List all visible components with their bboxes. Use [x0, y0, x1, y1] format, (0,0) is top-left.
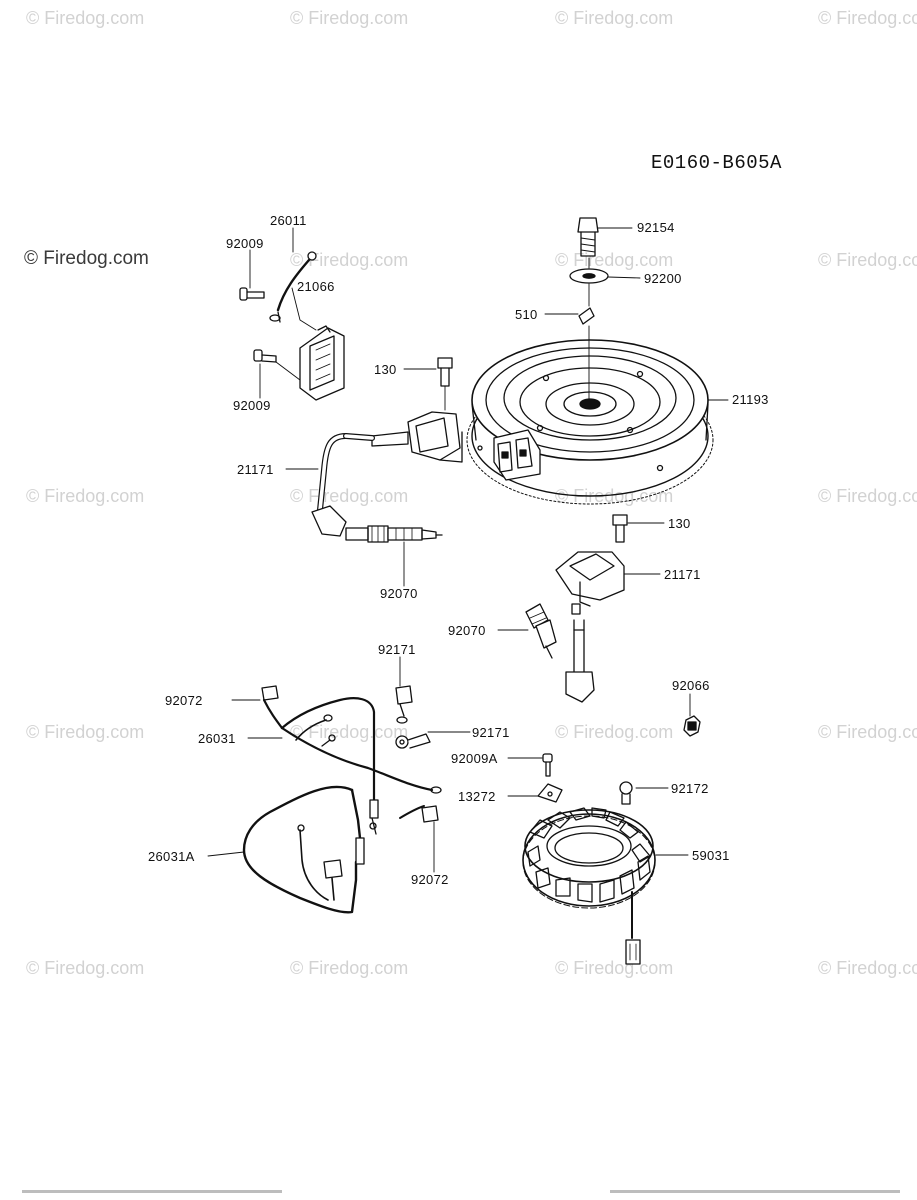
watermark: © Firedog.com [818, 722, 917, 742]
ring-terminal [395, 733, 431, 749]
part-label-21171-upper: 21171 [237, 462, 274, 477]
watermark: © Firedog.com [290, 250, 409, 270]
watermark: © Firedog.com [555, 958, 674, 978]
part-label-92154: 92154 [637, 220, 675, 235]
watermark: © Firedog.com [818, 250, 917, 270]
watermark-main: © Firedog.com [24, 248, 149, 269]
part-label-26031A: 26031A [148, 849, 195, 864]
watermark: © Firedog.com [26, 722, 145, 742]
part-label-13272: 13272 [458, 789, 496, 804]
coil-bolt-lower [612, 514, 628, 543]
watermark: © Firedog.com [26, 486, 145, 506]
part-label-92070-lower: 92070 [448, 623, 486, 638]
ignition-coil-lower [555, 551, 625, 703]
coil-bolt-upper [437, 357, 453, 411]
watermark: © Firedog.com [26, 958, 145, 978]
part-label-26011: 26011 [270, 213, 307, 228]
stator [522, 807, 656, 965]
part-label-92171-connector: 92171 [378, 642, 416, 657]
wire-harness [261, 685, 442, 835]
leader-lines [207, 227, 729, 873]
watermark: © Firedog.com [555, 250, 674, 270]
screw-92009A [542, 753, 553, 777]
watermark: © Firedog.com [290, 8, 409, 28]
part-label-92172: 92172 [671, 781, 709, 796]
part-label-130-upper: 130 [374, 362, 397, 377]
watermark: © Firedog.com [555, 486, 674, 506]
footer-strip [0, 1190, 917, 1200]
part-label-92072-upper: 92072 [165, 693, 203, 708]
ignition-coil-upper [311, 411, 463, 537]
regulator-mount-line [275, 361, 301, 381]
screw-92009-bottom [253, 349, 277, 363]
connector [395, 685, 413, 724]
watermark: © Firedog.com [555, 722, 674, 742]
part-label-92070-upper: 92070 [380, 586, 418, 601]
watermark: © Firedog.com [290, 722, 409, 742]
part-label-92066: 92066 [672, 678, 710, 693]
part-label-92009-bottom: 92009 [233, 398, 271, 413]
regulator [299, 325, 345, 401]
part-label-92009-top: 92009 [226, 236, 264, 251]
diagram-code: E0160-B605A [651, 152, 782, 174]
flywheel-bolt [577, 217, 599, 257]
bracket [537, 783, 563, 803]
part-label-510: 510 [515, 307, 538, 322]
spark-plug-upper [345, 525, 443, 543]
watermark: © Firedog.com [555, 8, 674, 28]
watermark: © Firedog.com [818, 8, 917, 28]
screw-92009-top [239, 287, 265, 301]
part-label-59031: 59031 [692, 848, 730, 863]
watermark: © Firedog.com [818, 958, 917, 978]
part-label-92072-lower: 92072 [411, 872, 449, 887]
spark-plug-lower [525, 603, 557, 659]
part-label-21066: 21066 [297, 279, 335, 294]
flywheel-key [578, 307, 595, 325]
part-label-92171-terminal: 92171 [472, 725, 510, 740]
screw-92172 [619, 781, 633, 805]
watermark: © Firedog.com [290, 958, 409, 978]
part-label-92009A: 92009A [451, 751, 498, 766]
ground-wire [269, 251, 317, 323]
nut [683, 715, 701, 737]
watermark: © Firedog.com [818, 486, 917, 506]
wire-harness-A [242, 785, 365, 914]
part-label-21171-lower: 21171 [664, 567, 701, 582]
connector-92072-lower [399, 805, 439, 823]
flywheel [466, 339, 714, 505]
flywheel-washer [569, 268, 609, 284]
part-label-92200: 92200 [644, 271, 682, 286]
part-label-26031: 26031 [198, 731, 236, 746]
part-label-21193: 21193 [732, 392, 769, 407]
watermark: © Firedog.com [26, 8, 145, 28]
part-label-130-lower: 130 [668, 516, 691, 531]
